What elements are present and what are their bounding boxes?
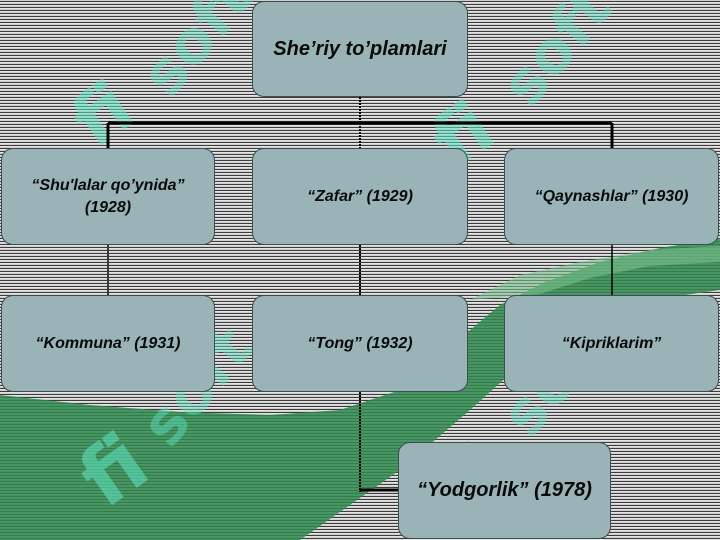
node-kipriklarim-label: “Kipriklarim” [561,334,662,352]
svg-text:soft: soft [488,0,626,120]
node-tong: “Tong” (1932) [252,295,468,392]
node-tong-label: “Tong” (1932) [307,334,413,352]
node-qaynashlar: “Qaynashlar” (1930) [504,148,719,245]
node-yodgorlik-label: “Yodgorlik” (1978) [417,479,592,501]
node-root: She’riy to’plamlari [252,1,468,97]
node-kommuna: “Kommuna” (1931) [1,295,215,392]
node-root-label: She’riy to’plamlari [273,37,447,60]
connector-lines [106,97,614,492]
svg-text:soft: soft [128,0,266,110]
node-kipriklarim: “Kipriklarim” [504,295,719,392]
node-shulalar: “Shu'lalar qo’ynida” (1928) [1,148,215,245]
node-zafar-label: “Zafar” (1929) [307,187,413,205]
node-shulalar-label: “Shu'lalar qo’ynida” (1928) [31,176,185,216]
background-green-shape-highlight [470,246,720,300]
node-qaynashlar-label: “Qaynashlar” (1930) [534,187,689,205]
node-yodgorlik: “Yodgorlik” (1978) [398,442,611,539]
node-zafar: “Zafar” (1929) [252,148,468,245]
node-kommuna-label: “Kommuna” (1931) [35,334,181,352]
